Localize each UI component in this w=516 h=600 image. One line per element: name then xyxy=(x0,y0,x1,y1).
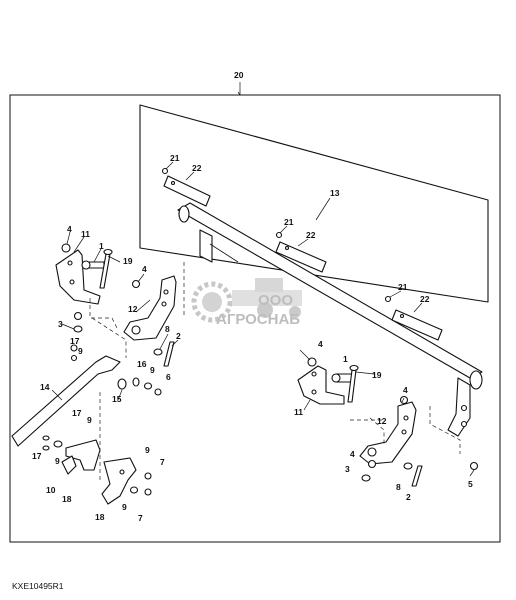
callout-18: 18 xyxy=(95,512,105,522)
callout-4: 4 xyxy=(403,385,408,395)
callout-9: 9 xyxy=(145,445,150,455)
diagram-frame xyxy=(9,94,501,543)
callout-17: 17 xyxy=(32,451,42,461)
callout-19: 19 xyxy=(123,256,133,266)
callout-6: 6 xyxy=(166,372,171,382)
bracket-11-right xyxy=(297,357,359,405)
callout-4: 4 xyxy=(318,339,323,349)
callout-4: 4 xyxy=(350,449,355,459)
leader-lines xyxy=(51,91,475,477)
callout-1: 1 xyxy=(343,354,348,364)
callout-4: 4 xyxy=(67,224,72,234)
watermark-prefix: ООО xyxy=(258,292,293,309)
callout-9: 9 xyxy=(78,346,83,356)
callout-21: 21 xyxy=(284,217,294,227)
gear-logo-icon xyxy=(191,278,302,323)
arm-12-left xyxy=(123,275,177,367)
callout-17: 17 xyxy=(70,336,80,346)
callout-21: 21 xyxy=(170,153,180,163)
callout-20: 20 xyxy=(234,70,244,80)
callout-12: 12 xyxy=(128,304,138,314)
callout-11: 11 xyxy=(81,229,90,239)
callout-11: 11 xyxy=(294,407,303,417)
callout-5: 5 xyxy=(468,479,473,489)
pin-15-group xyxy=(117,377,162,396)
callout-21: 21 xyxy=(398,282,408,292)
beam-panel xyxy=(139,104,489,437)
callout-15: 15 xyxy=(112,394,122,404)
plate-18-group xyxy=(42,435,152,505)
sleeve-group-3 xyxy=(384,295,443,341)
callout-19: 19 xyxy=(372,370,382,380)
callout-8: 8 xyxy=(396,482,401,492)
callout-1: 1 xyxy=(99,241,104,251)
callout-17: 17 xyxy=(72,408,82,418)
watermark: ООО АГРОСНАБ xyxy=(191,278,302,328)
callout-9: 9 xyxy=(87,415,92,425)
callout-7: 7 xyxy=(160,457,165,467)
strap-14 xyxy=(11,344,121,447)
sleeve-group-1 xyxy=(161,167,211,207)
callout-2: 2 xyxy=(176,331,181,341)
watermark-brand: АГРОСНАБ xyxy=(216,311,300,328)
callout-4: 4 xyxy=(142,264,147,274)
callout-22: 22 xyxy=(306,230,316,240)
callout-9: 9 xyxy=(150,365,155,375)
callout-10: 10 xyxy=(46,485,56,495)
callout-3: 3 xyxy=(345,464,350,474)
callout-7: 7 xyxy=(138,513,143,523)
callout-8: 8 xyxy=(165,324,170,334)
callout-12: 12 xyxy=(377,416,387,426)
callout-18: 18 xyxy=(62,494,72,504)
callout-9: 9 xyxy=(122,502,127,512)
callout-16: 16 xyxy=(137,359,147,369)
dashed-guides xyxy=(89,262,461,480)
callout-13: 13 xyxy=(330,188,340,198)
callout-14: 14 xyxy=(40,382,50,392)
callout-3: 3 xyxy=(58,319,63,329)
callout-9: 9 xyxy=(55,456,60,466)
callout-22: 22 xyxy=(192,163,202,173)
figure-code: KXE10495R1 xyxy=(12,581,64,591)
callout-22: 22 xyxy=(420,294,430,304)
arm-12-right xyxy=(359,395,479,487)
bracket-11-left xyxy=(55,243,113,305)
callout-2: 2 xyxy=(406,492,411,502)
sleeve-group-2 xyxy=(275,231,327,273)
hardware-3-4-left xyxy=(73,311,83,333)
